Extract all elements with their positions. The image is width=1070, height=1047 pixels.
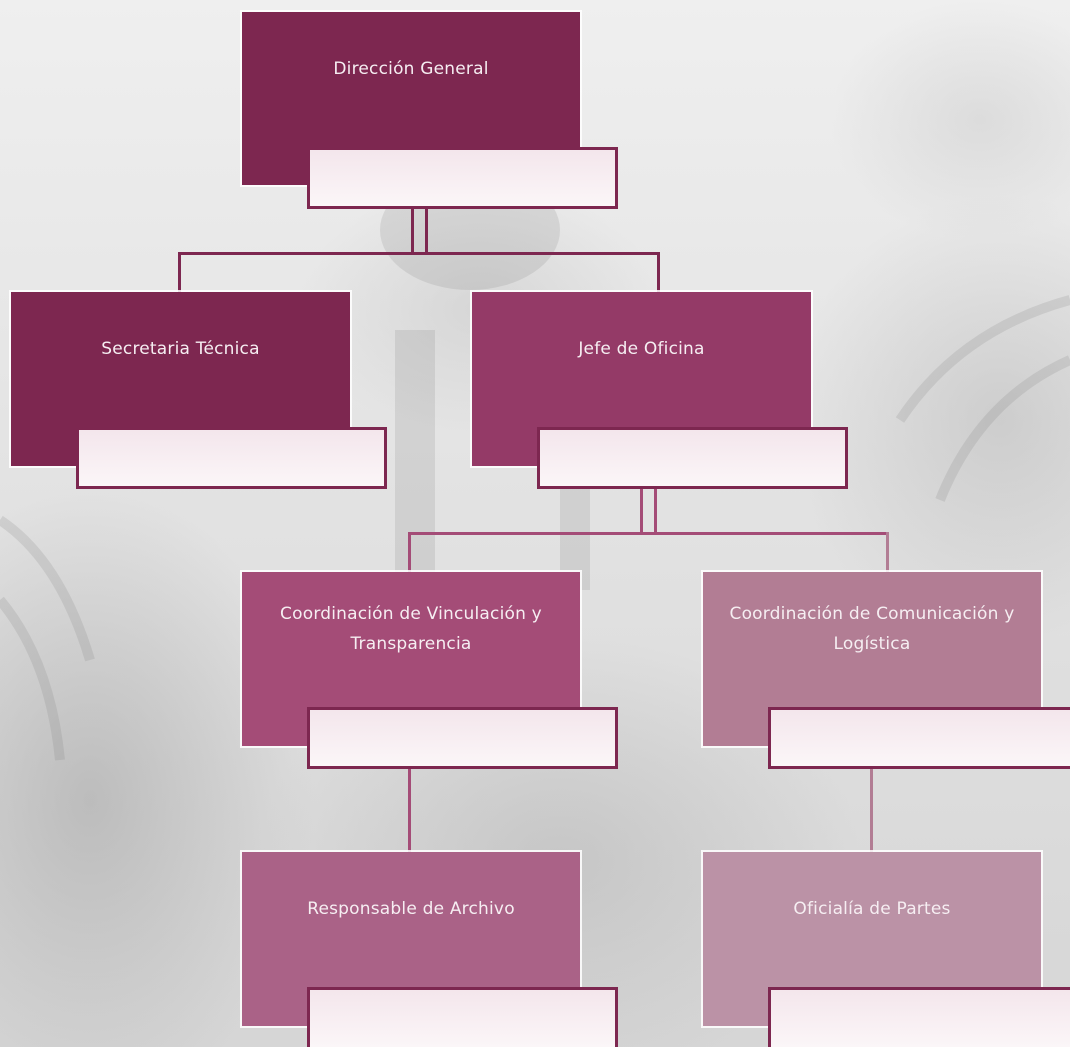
connector-dg-bus [178,252,660,255]
connector-jo-left-drop [408,532,411,572]
connector-jo-stem [640,488,657,535]
connector-dg-right-drop [657,252,660,292]
node-label: Coordinación de Vinculación y Transparen… [280,604,542,654]
node-label: Coordinación de Comunicación y Logística [729,604,1015,654]
connector-cv-drop [408,768,411,852]
connector-jo-bus [408,532,889,535]
node-jefe-de-oficina-tab [537,427,848,489]
node-label: Oficialía de Partes [793,899,951,920]
node-label: Responsable de Archivo [307,899,515,920]
node-label: Secretaria Técnica [101,339,260,360]
node-coordinacion-comunicacion-tab [768,707,1070,769]
node-oficialia-partes-tab [768,987,1070,1047]
node-secretaria-tecnica-tab [76,427,387,489]
node-direccion-general-tab [307,147,618,209]
connector-cc-drop [870,768,873,852]
connector-dg-stem [411,208,428,254]
node-label: Jefe de Oficina [578,339,705,360]
connector-jo-right-drop [886,532,889,572]
connector-dg-left-drop [178,252,181,292]
node-coordinacion-vinculacion-tab [307,707,618,769]
node-responsable-archivo-tab [307,987,618,1047]
node-label: Dirección General [333,58,489,79]
